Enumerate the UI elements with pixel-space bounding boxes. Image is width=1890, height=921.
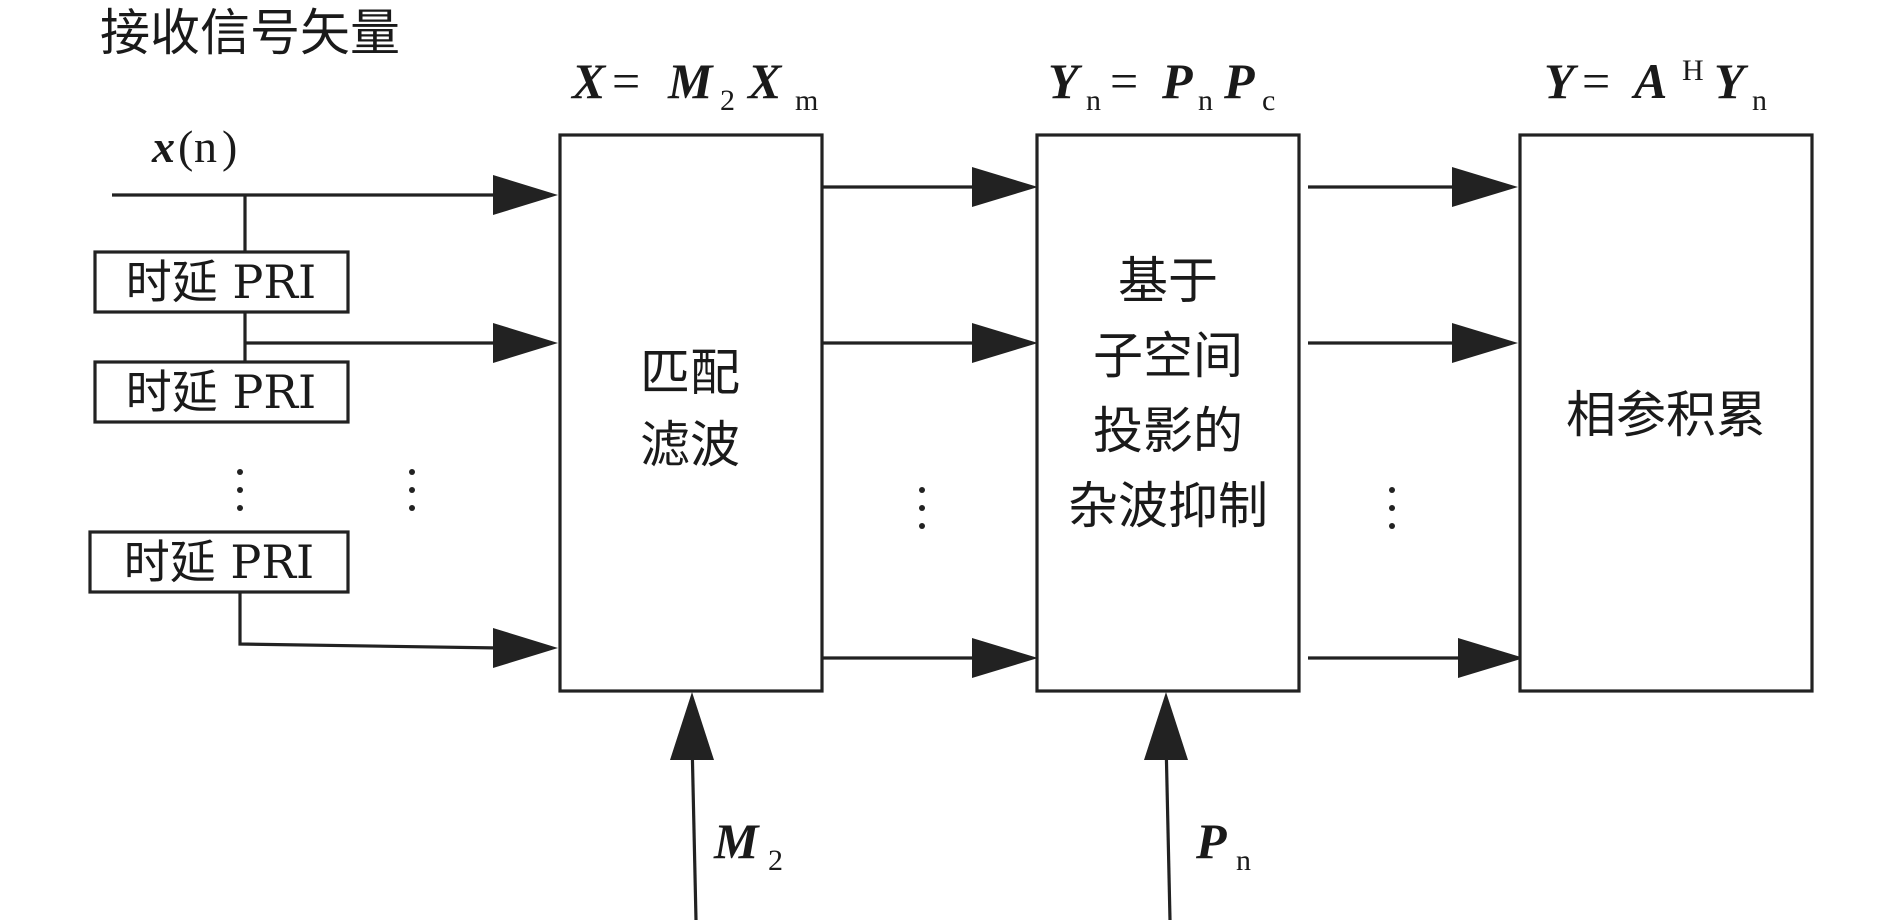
eq1-lhs: X (570, 53, 607, 109)
clutter-suppression-line-3: 投影的 (1093, 402, 1243, 460)
m2-letter: M (713, 813, 760, 869)
pn-letter: P (1195, 813, 1227, 869)
eq3-equals: = (1582, 53, 1610, 109)
clutter-suppression-line-2: 子空间 (1093, 327, 1243, 385)
delay-label-1: 时延 PRI (126, 255, 316, 309)
eq3-rhs2-subscript: n (1752, 84, 1767, 117)
delay-outputs-ellipsis (409, 469, 415, 511)
arrow-into-filter-3 (493, 628, 558, 668)
arrow-into-integration-3 (1458, 638, 1524, 678)
delay-label-2: 时延 PRI (126, 365, 316, 419)
eq3-lhs: Y (1544, 53, 1579, 109)
clutter-suppression-line-4: 杂波抑制 (1068, 477, 1268, 535)
coherent-integration-line-1: 相参积累 (1566, 386, 1766, 444)
input-signal-letter: x (151, 121, 175, 172)
delay-label-3: 时延 PRI (124, 535, 314, 589)
m2-subscript: 2 (768, 844, 783, 877)
eq2-equals: = (1110, 53, 1138, 109)
clutter-suppression-block: 基于 子空间 投影的 杂波抑制 (1035, 133, 1301, 693)
input-signal-close-paren: ) (222, 121, 237, 172)
arrow-into-suppression-1 (972, 167, 1038, 207)
pn-input-label: P n (1195, 813, 1251, 877)
eq2-lhs-subscript: n (1086, 84, 1101, 117)
eq2-rhs2: P (1223, 53, 1255, 109)
pn-subscript: n (1236, 844, 1251, 877)
eq3-rhs1: A (1631, 53, 1667, 109)
suppression-outputs-ellipsis (1389, 487, 1395, 529)
delay-block-3: 时延 PRI (88, 530, 350, 594)
equation-matched-filter: X = M 2 X m (570, 53, 818, 117)
eq1-equals: = (612, 53, 640, 109)
eq1-rhs2: X (746, 53, 783, 109)
eq2-rhs1: P (1161, 53, 1193, 109)
arrow-into-filter-2 (493, 323, 558, 363)
arrow-into-integration-1 (1452, 167, 1518, 207)
matched-filter-block: 匹配 滤波 (558, 133, 824, 693)
delay-block-1: 时延 PRI (93, 250, 350, 314)
matched-filter-line-1: 匹配 (640, 344, 740, 402)
arrow-into-integration-2 (1452, 323, 1518, 363)
eq2-rhs1-subscript: n (1198, 84, 1213, 117)
coherent-integration-block: 相参积累 (1518, 133, 1814, 693)
delay-3-output-line (238, 592, 501, 650)
input-signal-label: x ( n ) (151, 121, 237, 172)
eq1-rhs1-subscript: 2 (720, 84, 735, 117)
arrow-into-filter-1 (493, 175, 558, 215)
pn-input-line (1164, 739, 1172, 921)
eq1-rhs2-subscript: m (795, 84, 818, 117)
eq2-lhs: Y (1048, 53, 1083, 109)
clutter-suppression-line-1: 基于 (1118, 252, 1218, 310)
m2-input-arrow (670, 692, 714, 760)
matched-filter-line-2: 滤波 (640, 416, 740, 474)
eq2-rhs2-subscript: c (1262, 84, 1275, 117)
filter-outputs-ellipsis (919, 487, 925, 529)
input-signal-open-paren: ( (178, 121, 193, 172)
pn-input-arrow (1144, 692, 1188, 760)
eq3-rhs1-superscript: H (1682, 54, 1704, 87)
eq1-rhs1: M (667, 53, 714, 109)
diagram-title: 接收信号矢量 (100, 4, 400, 62)
m2-input-line (690, 739, 698, 921)
equation-coherent-integration: Y = A H Y n (1544, 53, 1767, 117)
input-signal-argument: n (194, 121, 217, 172)
delay-chain-ellipsis (237, 469, 243, 511)
arrow-into-suppression-3 (972, 638, 1038, 678)
delay-block-2: 时延 PRI (93, 360, 350, 424)
arrow-into-suppression-2 (972, 323, 1038, 363)
eq3-rhs2: Y (1714, 53, 1749, 109)
m2-input-label: M 2 (713, 813, 783, 877)
equation-clutter-suppression: Y n = P n P c (1048, 53, 1275, 117)
